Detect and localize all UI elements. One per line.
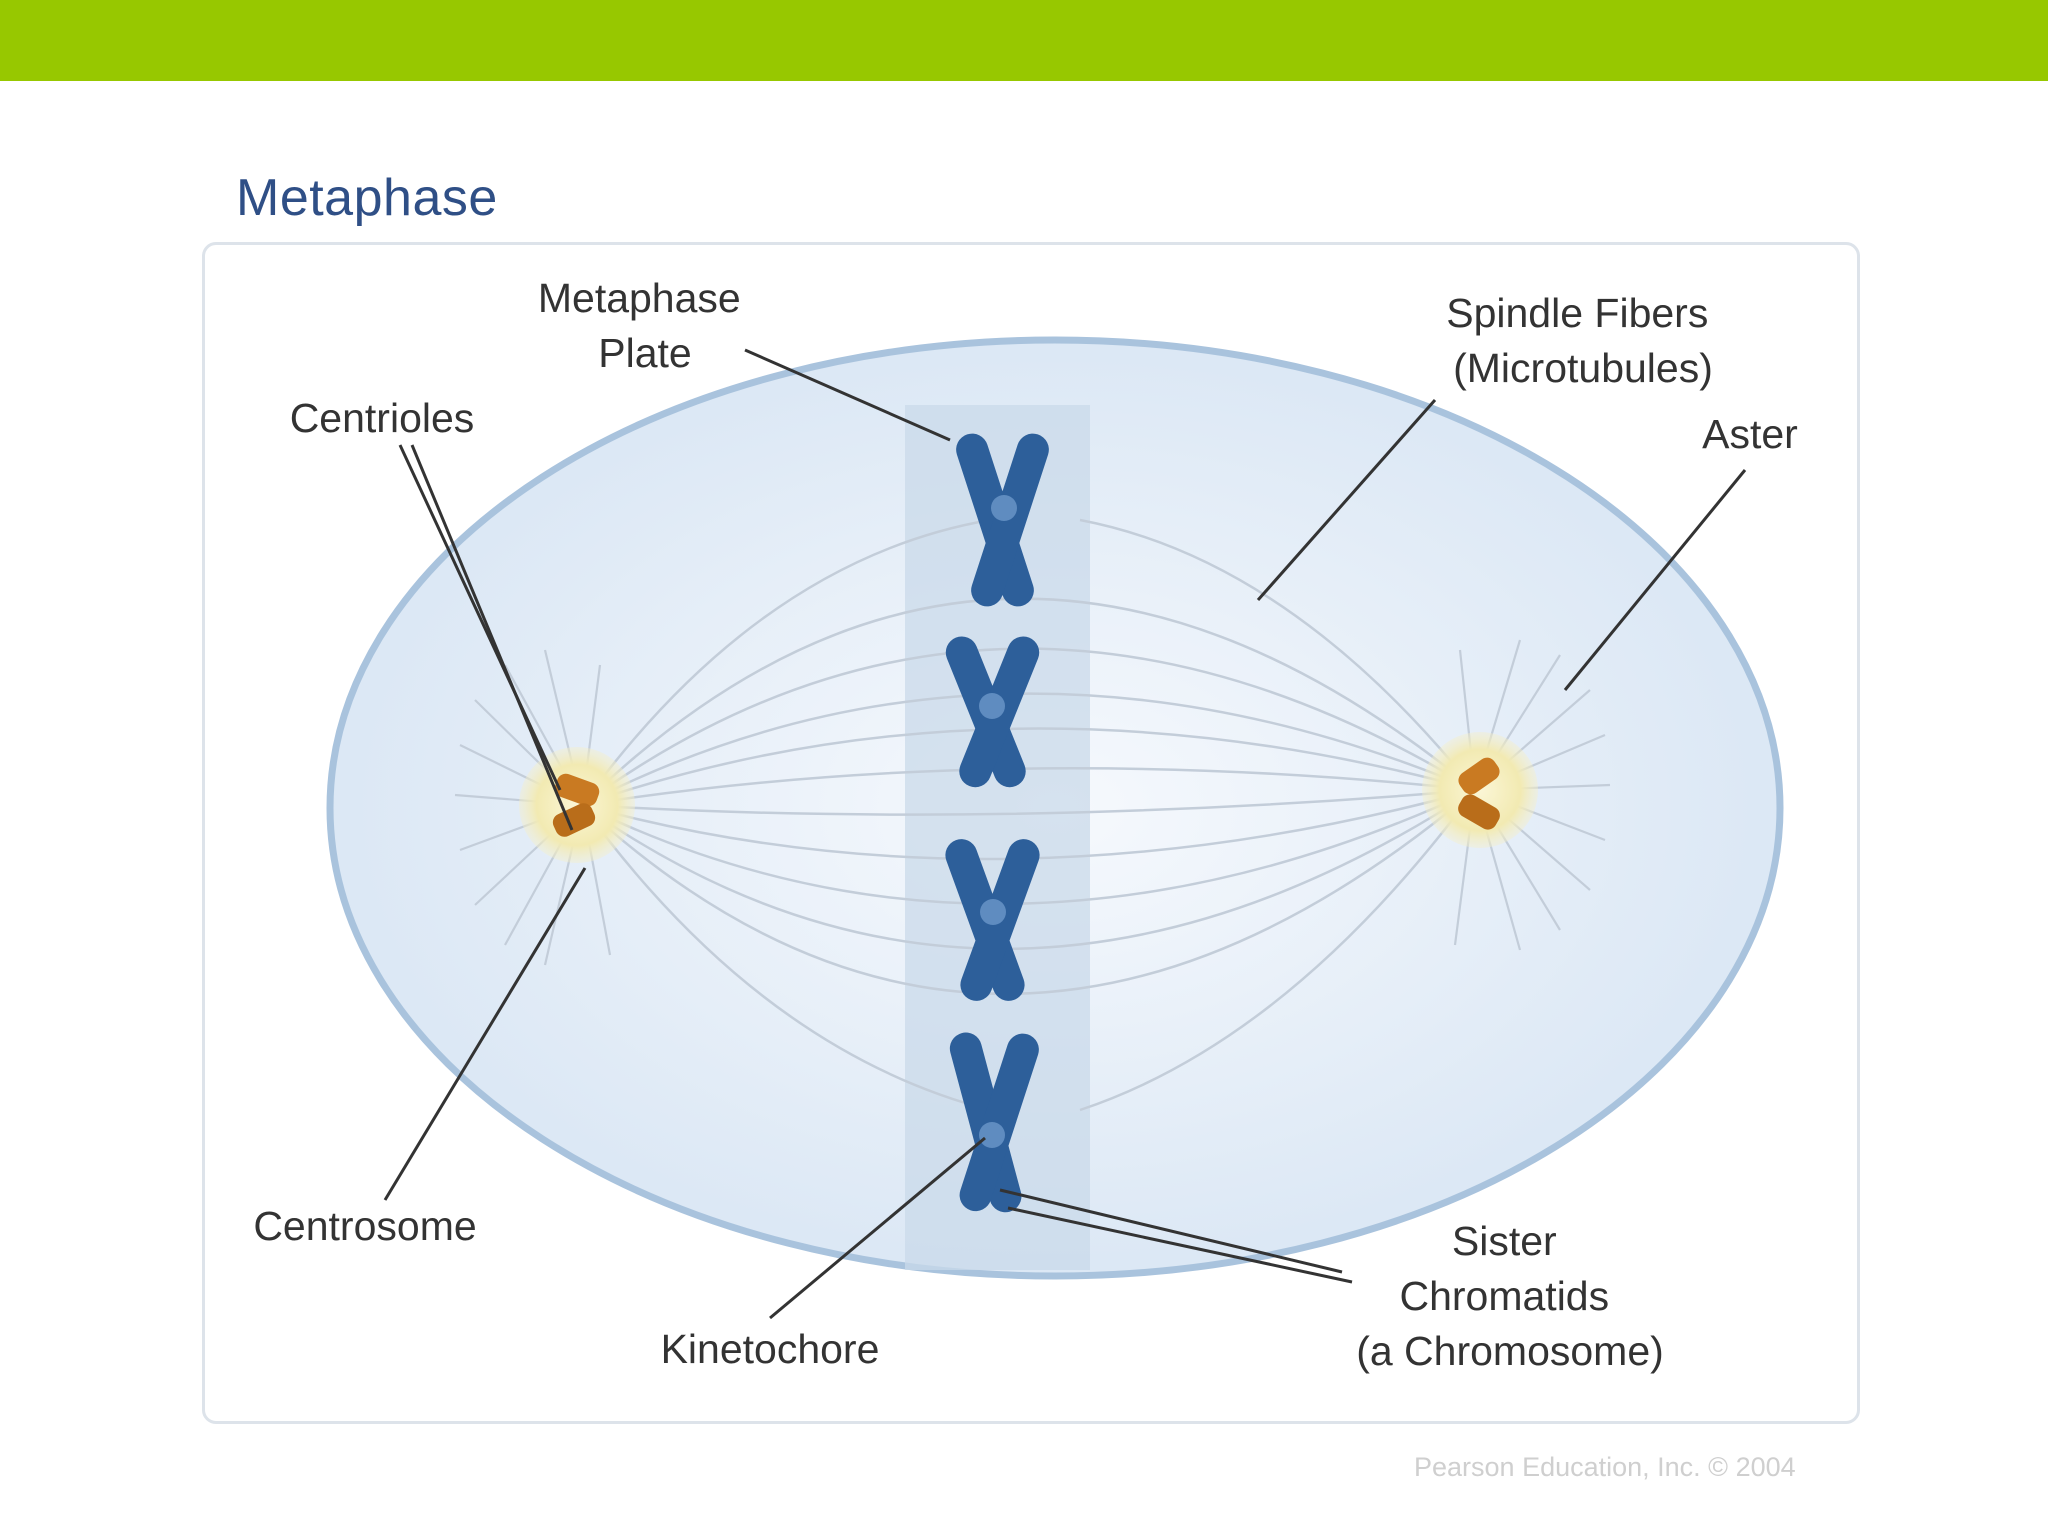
- label-centrioles: Centrioles: [290, 395, 475, 441]
- image-credit: Pearson Education, Inc. © 2004: [1414, 1452, 1796, 1482]
- chromosome-3: [945, 839, 1040, 1001]
- chromosome-1: [956, 433, 1049, 607]
- chromosome-4: [949, 1032, 1039, 1213]
- leader-centrioles-a: [398, 444, 562, 791]
- leader-kinetochore: [769, 1136, 986, 1320]
- leader-centrioles-b: [410, 444, 574, 831]
- leader-sister-chromatids-b: [1007, 1206, 1353, 1284]
- centrosome-right: [1422, 732, 1538, 848]
- label-kinetochore: Kinetochore: [661, 1326, 880, 1372]
- label-metaphase-plate: Metaphase Plate: [538, 275, 752, 376]
- leader-sister-chromatids-a: [999, 1188, 1343, 1274]
- leader-centrosome: [383, 867, 587, 1201]
- header-bar: [0, 0, 2048, 81]
- figure-title: Metaphase: [236, 169, 498, 227]
- leader-aster: [1563, 469, 1747, 691]
- label-spindle-fibers: Spindle Fibers (Microtubules): [1446, 290, 1719, 391]
- leader-spindle-fibers: [1256, 399, 1437, 601]
- centriole-left-b: [552, 803, 596, 837]
- centriole-right-a: [1458, 757, 1500, 795]
- label-aster: Aster: [1702, 411, 1798, 457]
- centrosome-left: [519, 747, 635, 863]
- leader-metaphase-plate: [744, 348, 951, 442]
- centriole-left-a: [554, 773, 600, 807]
- centriole-right-b: [1458, 794, 1500, 830]
- label-centrosome: Centrosome: [253, 1203, 476, 1249]
- label-sister-chromatids: Sister Chromatids (a Chromosome): [1356, 1218, 1664, 1374]
- chromosome-2: [945, 636, 1040, 788]
